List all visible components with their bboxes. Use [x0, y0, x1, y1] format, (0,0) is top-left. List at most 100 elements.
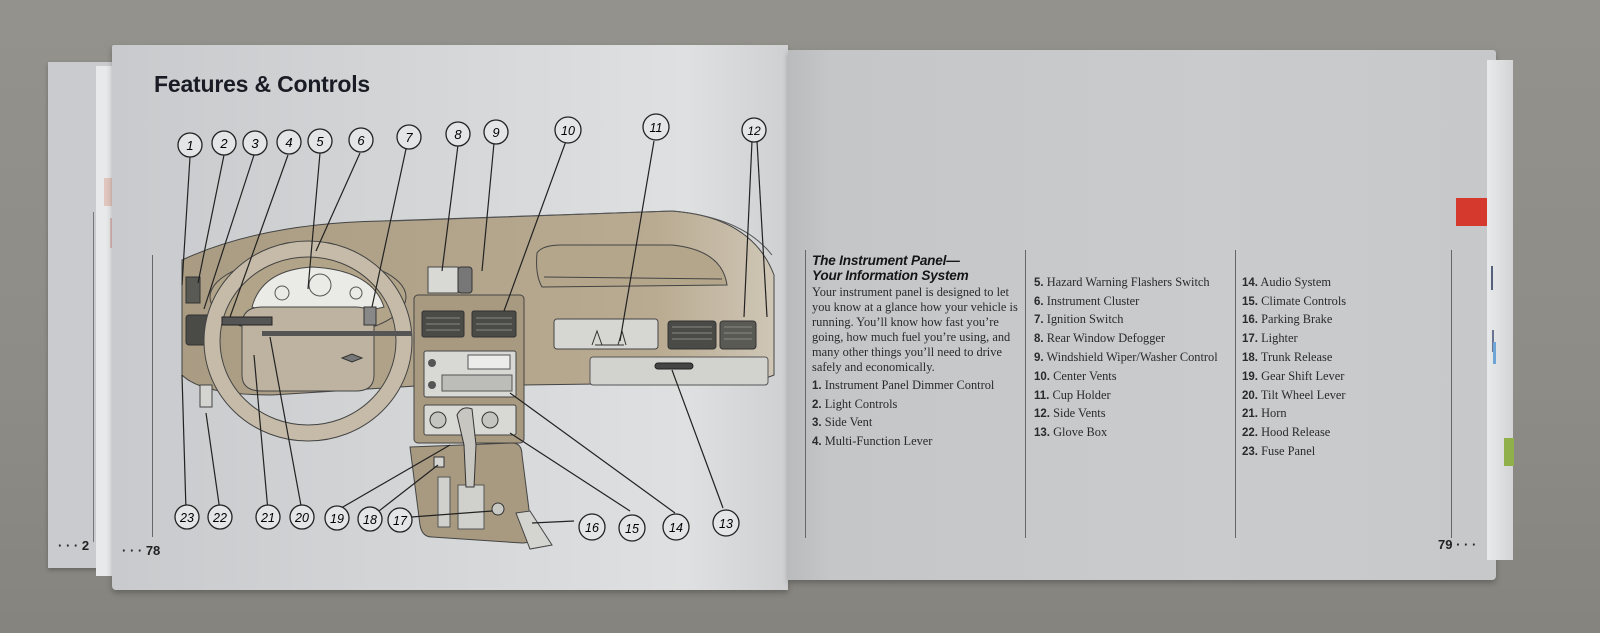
callout-20: 20: [289, 504, 315, 530]
column-rule: [93, 212, 94, 542]
callout-label: 3: [251, 136, 259, 151]
callout-label: 1: [186, 138, 193, 153]
callout-label: 22: [212, 511, 227, 525]
callout-7: 7: [396, 124, 422, 150]
item-number: 9.: [1034, 351, 1044, 364]
right-side-vent: [719, 320, 757, 350]
glove-box: [589, 356, 769, 386]
lighter: [491, 502, 505, 516]
callout-label: 23: [179, 511, 194, 525]
page-title: Features & Controls: [154, 71, 371, 97]
callout-4: 4: [276, 129, 302, 155]
callout-label: 8: [454, 127, 462, 142]
item-label: Glove Box: [1053, 425, 1108, 440]
item-label: Side Vent: [824, 415, 873, 430]
section-heading-line1: The Instrument Panel—: [812, 253, 960, 268]
callout-18: 18: [357, 506, 383, 532]
section-tab-pink: [104, 178, 112, 206]
item-number: 8.: [1034, 333, 1044, 346]
callout-label: 14: [669, 521, 683, 535]
callout-11: 11: [642, 113, 670, 141]
list-item: 13. Glove Box: [1034, 425, 1234, 441]
item-number: 23.: [1242, 445, 1258, 458]
callout-19: 19: [324, 505, 350, 531]
list-item: 3. Side Vent: [812, 415, 1027, 431]
multi-function-lever: [221, 316, 273, 326]
item-label: Multi-Function Lever: [824, 434, 933, 449]
column-rule: [152, 255, 153, 537]
callout-16: 16: [578, 513, 606, 541]
item-number: 13.: [1034, 427, 1050, 440]
list-item: 10. Center Vents: [1034, 369, 1234, 385]
list-item: 8. Rear Window Defogger: [1034, 331, 1234, 347]
list-item: 23. Fuse Panel: [1242, 444, 1442, 460]
item-number: 6.: [1034, 295, 1044, 308]
callout-label: 5: [316, 134, 324, 149]
list-item: 12. Side Vents: [1034, 406, 1234, 422]
callout-14: 14: [662, 513, 690, 541]
callouts-bottom: 23 22 21 20 19 18 17 16 15 14 13: [174, 504, 740, 542]
list-item: 17. Lighter: [1242, 331, 1442, 347]
list-item: 2. Light Controls: [812, 397, 1027, 413]
callout-label: 2: [219, 136, 228, 151]
item-label: Lighter: [1261, 331, 1298, 346]
intro-paragraph: Your instrument panel is designed to let…: [812, 285, 1018, 374]
dashboard-top-pad: [391, 210, 773, 256]
callout-6: 6: [348, 127, 374, 153]
gear-shift-lever: [456, 407, 477, 488]
ignition-switch: [363, 306, 377, 326]
item-number: 12.: [1034, 408, 1050, 421]
section-tab-green: [1504, 438, 1514, 466]
callout-label: 9: [492, 125, 499, 140]
callout-8: 8: [445, 121, 471, 147]
callout-5: 5: [307, 128, 333, 154]
defogger-switch: [427, 266, 459, 294]
list-item: 20. Tilt Wheel Lever: [1242, 388, 1442, 404]
callout-12: 12: [741, 117, 767, 143]
list-item: 1. Instrument Panel Dimmer Control: [812, 378, 1027, 394]
list-item: 7. Ignition Switch: [1034, 312, 1234, 328]
item-number: 18.: [1242, 351, 1258, 364]
callout-label: 4: [285, 135, 292, 150]
item-number: 16.: [1242, 314, 1258, 327]
glove-box-latch: [654, 362, 694, 370]
item-number: 20.: [1242, 389, 1258, 402]
item-label: Tilt Wheel Lever: [1260, 387, 1346, 402]
item-label: Instrument Panel Dimmer Control: [824, 377, 995, 392]
item-number: 5.: [1034, 276, 1044, 289]
list-item: 19. Gear Shift Lever: [1242, 369, 1442, 385]
callout-3: 3: [242, 130, 268, 156]
callout-2: 2: [211, 130, 237, 156]
parking-brake: [515, 510, 553, 550]
page-number-right: 79 · · ·: [1438, 537, 1477, 552]
column-rule: [1235, 250, 1236, 538]
item-label: Climate Controls: [1261, 293, 1347, 308]
callout-label: 11: [650, 121, 663, 135]
callout-9: 9: [483, 119, 509, 145]
item-label: Fuse Panel: [1261, 443, 1316, 458]
steering-wheel-hub: [241, 306, 375, 392]
item-number: 17.: [1242, 333, 1258, 346]
steering-wheel: [204, 241, 412, 441]
item-number: 7.: [1034, 314, 1044, 327]
list-item: 15. Climate Controls: [1242, 294, 1442, 310]
page-number-left: · · · 78: [122, 543, 161, 558]
right-page: The Instrument Panel— Your Information S…: [788, 50, 1496, 580]
item-number: 14.: [1242, 276, 1258, 289]
tilt-wheel-lever: [262, 331, 412, 336]
callouts-top: 1 2 3 4 5 6 7 8 9 10 11 12: [177, 113, 767, 158]
section-tab-navy: [1491, 266, 1493, 290]
item-label: Instrument Cluster: [1046, 293, 1140, 308]
callout-label: 19: [330, 512, 344, 526]
gear-indicator-strip: [437, 476, 451, 528]
item-label: Trunk Release: [1260, 349, 1333, 364]
previous-page-number: · · · 2: [58, 538, 90, 553]
callout-label: 12: [747, 124, 761, 138]
column-rule: [1451, 250, 1452, 538]
callout-21: 21: [255, 504, 281, 530]
right-center-vent: [667, 320, 717, 350]
item-number: 1.: [812, 379, 822, 392]
